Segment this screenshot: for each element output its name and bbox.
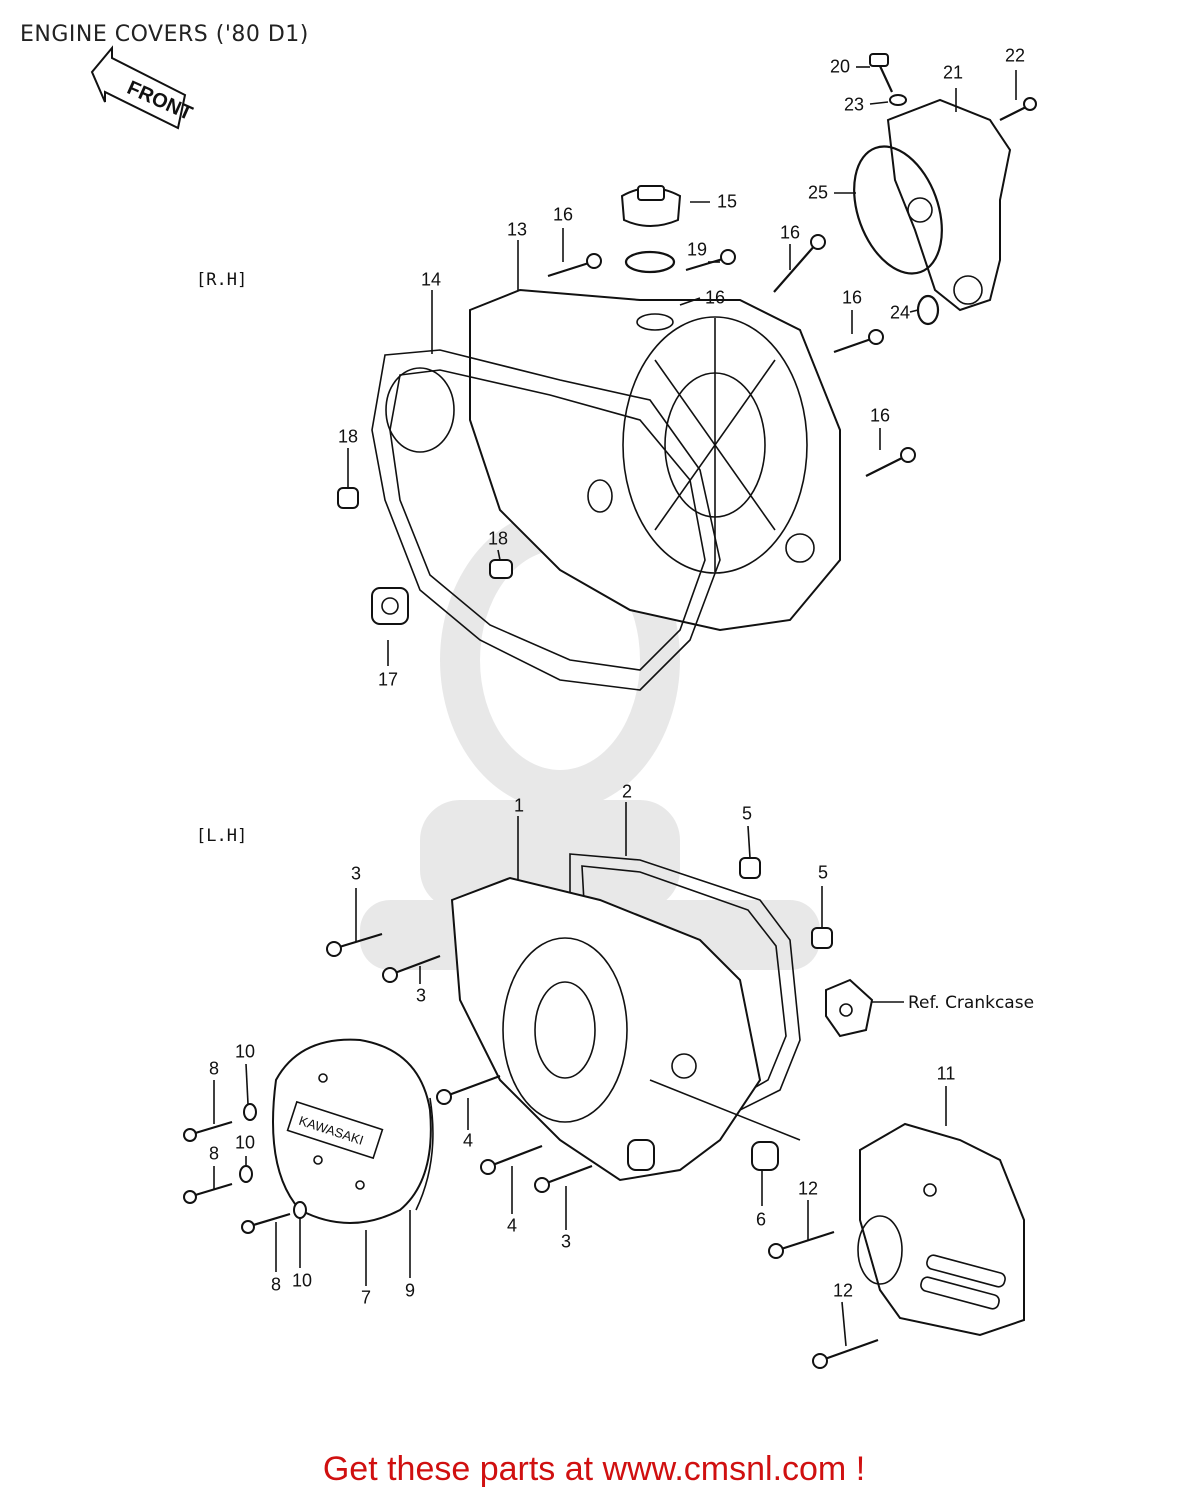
callout-10: 10 [234, 1132, 256, 1153]
part-15-filler-cap [620, 185, 682, 227]
part-5-dowel [811, 927, 833, 949]
part-25-o-ring [853, 145, 943, 275]
ref-crankcase-plug [825, 978, 874, 1038]
callout-21: 21 [942, 62, 964, 83]
callout-4: 4 [462, 1130, 474, 1151]
callout-8: 8 [208, 1058, 220, 1079]
callout-3: 3 [415, 985, 427, 1006]
callout-16: 16 [779, 222, 801, 243]
leader-lines-lh [213, 802, 947, 1347]
front-arrow-icon: FRONT [90, 45, 196, 130]
diagram-title: ENGINE COVERS ('80 D1) [20, 22, 309, 47]
callout-9: 9 [404, 1280, 416, 1301]
part-1-lh-cover [450, 876, 801, 1182]
part-11-sprocket-cover [857, 1122, 1025, 1337]
callout-2: 2 [621, 781, 633, 802]
callout-3: 3 [560, 1231, 572, 1252]
part-24-ring [916, 294, 940, 326]
part-19-gasket [624, 250, 676, 274]
callout-8: 8 [270, 1274, 282, 1295]
part-18-dowel [489, 559, 513, 579]
part-18-dowel [337, 487, 359, 509]
callout-16: 16 [552, 204, 574, 225]
callout-20: 20 [829, 56, 851, 77]
section-label-rh: [R.H] [196, 270, 248, 290]
part-4-bolts [436, 1074, 543, 1175]
callout-13: 13 [506, 219, 528, 240]
reference-label: Ref. Crankcase [908, 993, 1035, 1013]
footer-link-text[interactable]: Get these parts at www.cmsnl.com ! [322, 1450, 866, 1488]
callout-23: 23 [843, 94, 865, 115]
callout-24: 24 [889, 302, 911, 323]
callout-18: 18 [337, 426, 359, 447]
part-22-bolt [999, 97, 1037, 121]
callout-19: 19 [686, 239, 708, 260]
part-8-screws [183, 1120, 291, 1234]
part-21-cover [886, 98, 1012, 312]
callout-22: 22 [1004, 45, 1026, 66]
callout-25: 25 [807, 182, 829, 203]
callout-10: 10 [234, 1041, 256, 1062]
section-label-lh: [L.H] [196, 826, 248, 846]
callout-5: 5 [817, 862, 829, 883]
callout-14: 14 [420, 269, 442, 290]
callout-10: 10 [291, 1270, 313, 1291]
part-5-dowel [739, 857, 761, 879]
callout-8: 8 [208, 1143, 220, 1164]
callout-16: 16 [704, 287, 726, 308]
callout-1: 1 [513, 795, 525, 816]
part-23-washer [889, 94, 907, 106]
part-10-washers [239, 1103, 307, 1219]
callout-4: 4 [506, 1215, 518, 1236]
callout-11: 11 [936, 1063, 956, 1084]
callout-17: 17 [377, 669, 399, 690]
callout-15: 15 [716, 191, 738, 212]
leader-lines-rh [347, 66, 1017, 666]
callout-7: 7 [360, 1287, 372, 1308]
callout-6: 6 [755, 1209, 767, 1230]
callout-5: 5 [741, 803, 753, 824]
callout-16: 16 [869, 405, 891, 426]
part-20-bolt [869, 53, 893, 93]
part-12-bolts [768, 1230, 879, 1369]
part-3-bolts [326, 932, 593, 1193]
part-7-points-cover: KAWASAKI [272, 1038, 432, 1224]
part-13-rh-cover [469, 288, 841, 632]
part-9-gasket [415, 1097, 434, 1211]
callout-18: 18 [487, 528, 509, 549]
part-16-bolts [547, 234, 916, 477]
callout-12: 12 [832, 1280, 854, 1301]
callout-12: 12 [797, 1178, 819, 1199]
callout-16: 16 [841, 287, 863, 308]
part-6-plug [751, 1141, 779, 1171]
callout-3: 3 [350, 863, 362, 884]
part-14-gasket [371, 349, 721, 691]
part-17-plug [371, 587, 409, 625]
